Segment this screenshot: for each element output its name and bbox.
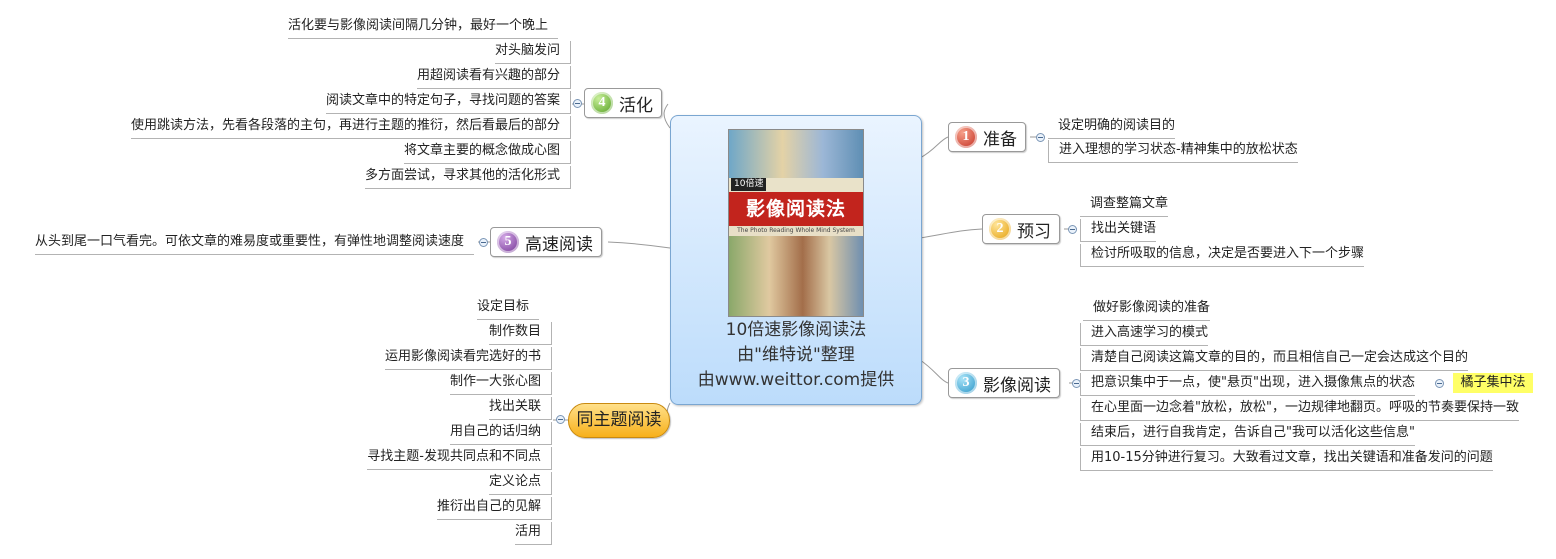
cover-art-top [729, 130, 863, 178]
leaf-t6-8[interactable]: 推衍出自己的见解 [436, 497, 552, 520]
leaf-t6-6[interactable]: 寻找主题-发现共同点和不同点 [367, 447, 552, 470]
topic-prepare-label: 准备 [983, 129, 1017, 150]
leaf-t3-3[interactable]: 把意识集中于一点，使"悬页"出现，进入摄像焦点的状态 [1080, 373, 1415, 396]
leaf-t6-2[interactable]: 运用影像阅读看完选好的书 [384, 347, 552, 370]
leaf-t4-6[interactable]: 多方面尝试，寻求其他的活化形式 [364, 166, 571, 189]
leaf-t4-0[interactable]: 活化要与影像阅读间隔几分钟，最好一个晚上 [287, 16, 558, 39]
number-3-icon: 3 [955, 372, 977, 394]
topic-speed-reading-label: 高速阅读 [525, 234, 593, 255]
leaf-t6-0[interactable]: 设定目标 [476, 297, 539, 320]
cover-tag: 10倍速 [731, 178, 767, 191]
leaf-t6-1[interactable]: 制作数目 [488, 322, 552, 345]
number-1-icon: 1 [955, 126, 977, 148]
leaf-t6-9[interactable]: 活用 [514, 522, 552, 545]
leaf-t3-1[interactable]: 进入高速学习的模式 [1080, 323, 1209, 346]
collapse-icon[interactable] [573, 99, 582, 108]
leaf-t3-6[interactable]: 用10-15分钟进行复习。大致看过文章，找出关键语和准备发问的问题 [1080, 448, 1493, 471]
cover-subtitle: The Photo Reading Whole Mind System [729, 226, 863, 236]
collapse-icon[interactable] [556, 415, 565, 424]
topic-preview[interactable]: 2 预习 [982, 214, 1060, 244]
leaf-t6-5[interactable]: 用自己的话归纳 [449, 422, 552, 445]
topic-photo-reading-label: 影像阅读 [983, 375, 1051, 396]
leaf-t6-3[interactable]: 制作一大张心图 [449, 372, 552, 395]
cover-title: 影像阅读法 [729, 192, 863, 226]
leaf-t3-4[interactable]: 在心里面一边念着"放松，放松"，一边规律地翻页。呼吸的节奏要保持一致 [1080, 398, 1519, 421]
collapse-icon[interactable] [1435, 379, 1444, 388]
topic-preview-label: 预习 [1017, 221, 1051, 242]
number-2-icon: 2 [989, 218, 1011, 240]
leaf-t4-4[interactable]: 使用跳读方法，先看各段落的主句，再进行主题的推衍，然后看最后的部分 [130, 116, 571, 139]
topic-photo-reading[interactable]: 3 影像阅读 [948, 368, 1060, 398]
collapse-icon[interactable] [1068, 225, 1077, 234]
cover-art-bottom [729, 236, 863, 316]
leaf-t4-1[interactable]: 对头脑发问 [494, 41, 571, 64]
leaf-t3-2[interactable]: 清楚自己阅读这篇文章的目的，而且相信自己一定会达成这个目的 [1080, 348, 1469, 371]
topic-speed-reading[interactable]: 5 高速阅读 [490, 227, 602, 257]
leaf-t6-7[interactable]: 定义论点 [488, 472, 552, 495]
central-topic[interactable]: 10倍速 影像阅读法 The Photo Reading Whole Mind … [670, 115, 922, 405]
collapse-icon[interactable] [479, 238, 488, 247]
number-5-icon: 5 [497, 231, 519, 253]
center-line-1: 10倍速影像阅读法 [725, 320, 867, 340]
leaf-t3-0[interactable]: 做好影像阅读的准备 [1083, 298, 1211, 321]
topic-syntopic-reading[interactable]: 同主题阅读 [568, 403, 670, 438]
leaf-t4-5[interactable]: 将文章主要的概念做成心图 [403, 141, 571, 164]
leaf-t4-3[interactable]: 阅读文章中的特定句子，寻找问题的答案 [325, 91, 571, 114]
topic-activate[interactable]: 4 活化 [584, 88, 662, 118]
leaf-t4-2[interactable]: 用超阅读看有兴趣的部分 [416, 66, 571, 89]
leaf-t2-2[interactable]: 检讨所吸取的信息，决定是否要进入下一个步骤 [1080, 244, 1365, 267]
leaf-t1-1[interactable]: 进入理想的学习状态-精神集中的放松状态 [1048, 140, 1298, 163]
number-4-icon: 4 [591, 92, 613, 114]
center-line-3: 由www.weittor.com提供 [697, 370, 895, 390]
tag-orange-focus[interactable]: 橘子集中法 [1453, 373, 1533, 393]
leaf-t6-4[interactable]: 找出关联 [488, 397, 552, 420]
leaf-t5-0[interactable]: 从头到尾一口气看完。可依文章的难易度或重要性，有弹性地调整阅读速度 [34, 232, 474, 255]
leaf-t3-5[interactable]: 结束后，进行自我肯定，告诉自己"我可以活化这些信息" [1080, 423, 1415, 446]
leaf-t2-1[interactable]: 找出关键语 [1080, 219, 1157, 242]
topic-prepare[interactable]: 1 准备 [948, 122, 1026, 152]
book-cover-image: 10倍速 影像阅读法 The Photo Reading Whole Mind … [728, 129, 864, 317]
center-line-2: 由"维特说"整理 [737, 345, 855, 365]
leaf-t1-0[interactable]: 设定明确的阅读目的 [1048, 116, 1176, 139]
collapse-icon[interactable] [1036, 133, 1045, 142]
leaf-t2-0[interactable]: 调查整篇文章 [1080, 194, 1169, 217]
topic-activate-label: 活化 [619, 95, 653, 116]
